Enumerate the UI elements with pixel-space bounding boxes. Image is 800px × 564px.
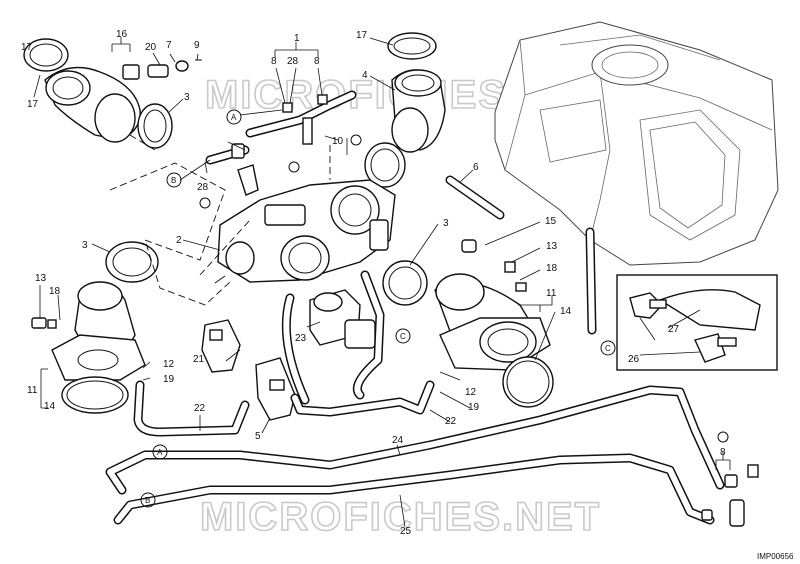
callout-6: 6 [473, 162, 479, 173]
idle-motor [309, 289, 376, 349]
callout-17: 17 [356, 30, 368, 41]
hose-fittings [701, 464, 759, 527]
callout-13: 13 [546, 241, 558, 252]
callout-23: 23 [295, 333, 307, 344]
callout-28: 28 [287, 56, 299, 67]
callout-1: 1 [294, 33, 300, 44]
callout-8: 8 [720, 447, 726, 458]
vacuum-hose-set [205, 90, 357, 196]
reference-letters: A B C C A B [140, 109, 616, 508]
callout-14: 14 [44, 401, 56, 412]
callout-22: 22 [194, 403, 206, 414]
callout-17: 17 [21, 42, 33, 53]
callout-16: 16 [116, 29, 128, 40]
throttle-body [214, 179, 396, 284]
callout-labels: 17 17 16 20 7 9 3 1 8 28 8 17 4 10 6 3 2… [21, 29, 726, 537]
callout-26: 26 [628, 354, 640, 365]
ref-letter-c: C [400, 332, 406, 341]
callout-13: 13 [35, 273, 47, 284]
callout-17: 17 [27, 99, 39, 110]
callout-25: 25 [400, 526, 412, 537]
hose-22-left [133, 380, 250, 437]
callout-22: 22 [445, 416, 457, 427]
callout-20: 20 [145, 42, 157, 53]
drawing-code: IMP00656 [757, 552, 794, 561]
left-intake-boot [23, 38, 202, 149]
ref-letter-b: B [171, 176, 176, 185]
inset-box [616, 274, 778, 371]
callout-8: 8 [314, 56, 320, 67]
callout-18: 18 [546, 263, 558, 274]
right-manifold [382, 239, 554, 408]
callout-3: 3 [184, 92, 190, 103]
callout-2: 2 [176, 235, 182, 246]
callout-4: 4 [362, 70, 368, 81]
sensor-bracket [255, 357, 296, 421]
callout-9: 9 [194, 40, 200, 51]
ref-letter-a: A [231, 113, 237, 122]
right-intake-boot [364, 32, 446, 188]
leader-lines [33, 37, 731, 528]
callout-10: 10 [332, 136, 344, 147]
callout-24: 24 [392, 435, 404, 446]
callout-7: 7 [166, 40, 172, 51]
watermark-bottom: MICROFICHES.NET [200, 495, 601, 539]
airbox [494, 21, 779, 266]
callout-28: 28 [197, 182, 209, 193]
callout-19: 19 [468, 402, 480, 413]
callout-3: 3 [443, 218, 449, 229]
callout-11: 11 [27, 385, 38, 396]
callout-12: 12 [163, 359, 175, 370]
callout-27: 27 [668, 324, 680, 335]
callout-11: 11 [546, 288, 557, 299]
callout-8: 8 [271, 56, 277, 67]
callout-5: 5 [255, 431, 261, 442]
callout-14: 14 [560, 306, 572, 317]
torque-symbols [199, 134, 729, 443]
map-sensor [201, 319, 241, 373]
ref-letter-b: B [145, 496, 150, 505]
callout-3: 3 [82, 240, 88, 251]
callout-19: 19 [163, 374, 175, 385]
callout-21: 21 [193, 354, 205, 365]
callout-12: 12 [465, 387, 477, 398]
left-manifold [31, 241, 159, 414]
callout-15: 15 [545, 216, 557, 227]
ref-letter-c: C [605, 344, 611, 353]
callout-18: 18 [49, 286, 61, 297]
ref-letter-a: A [157, 448, 163, 457]
